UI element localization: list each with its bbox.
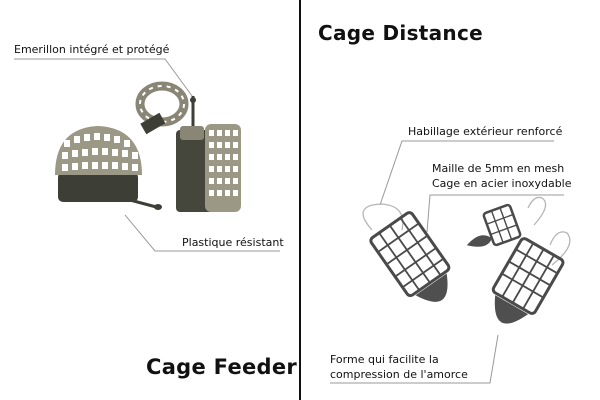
left-distance-cage: [369, 211, 451, 302]
plastic-callout-line: [124, 214, 280, 252]
swivel-callout-line: [14, 58, 196, 101]
mesh-callout-line1: Maille de 5mm en mesh: [432, 162, 565, 175]
right-distance-cage: [491, 237, 565, 324]
coating-callout-line: [379, 140, 554, 206]
plastic-callout: Plastique résistant: [182, 236, 284, 249]
panel-divider: [299, 0, 301, 400]
upright-feeder: [176, 96, 241, 212]
cage-distance-panel: Cage Distance Habillage extérieur renfor…: [302, 0, 600, 400]
small-distance-cage: [466, 203, 522, 247]
cage-feeder-illustration: [14, 58, 280, 252]
cage-distance-illustration: [330, 140, 571, 384]
small-cage-ring: [135, 81, 189, 135]
shape-callout-line1: Forme qui facilite la: [330, 353, 439, 366]
cage-feeder-panel: Emerillon intégré et protégé Plastique r…: [0, 0, 299, 400]
coating-callout: Habillage extérieur renforcé: [408, 125, 563, 138]
mesh-callout-line: [426, 194, 564, 233]
swivel-callout: Emerillon intégré et protégé: [14, 43, 170, 56]
cage-distance-title: Cage Distance: [318, 21, 483, 45]
mesh-callout-line2: Cage en acier inoxydable: [432, 177, 572, 190]
shape-callout-line2: compression de l'amorce: [330, 368, 468, 381]
cage-feeder-title: Cage Feeder: [146, 355, 298, 379]
lying-feeder: [55, 126, 162, 210]
shape-callout-line: [330, 334, 499, 384]
